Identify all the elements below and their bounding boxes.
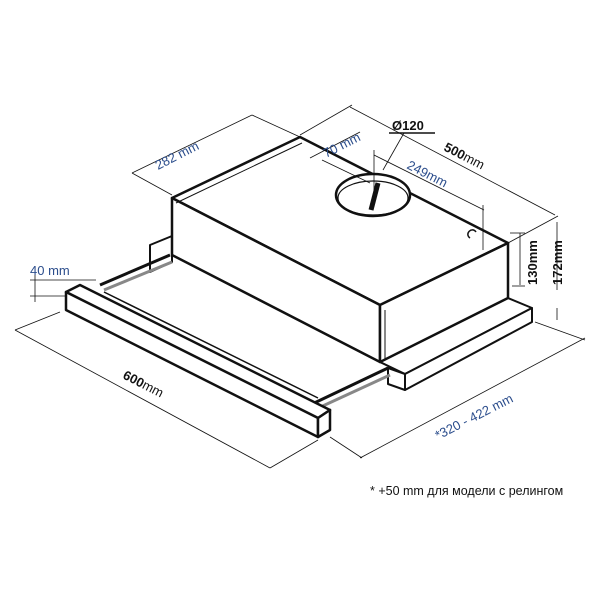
- duct-to-edge-label: 249mm: [405, 157, 450, 190]
- offset-label: 70 mm: [321, 129, 363, 160]
- base-plate: [149, 235, 533, 391]
- footnote: * +50 mm для модели с релингом: [370, 484, 564, 498]
- duct-diameter-label: Ø120: [392, 118, 424, 133]
- hood-body: [170, 135, 510, 364]
- dimension-lines: [14, 104, 586, 469]
- total-height-label: 172mm: [550, 240, 565, 285]
- extension-range-label: *320 - 422 mm: [433, 391, 516, 443]
- slide-rails: [99, 253, 391, 412]
- depth-top-label: 282 mm: [153, 138, 202, 173]
- panel-thickness-label: 40 mm: [30, 263, 70, 278]
- width-front-label: 600mm: [121, 367, 166, 400]
- slide-panel: [64, 283, 332, 439]
- body-height-label: 130mm: [525, 240, 540, 285]
